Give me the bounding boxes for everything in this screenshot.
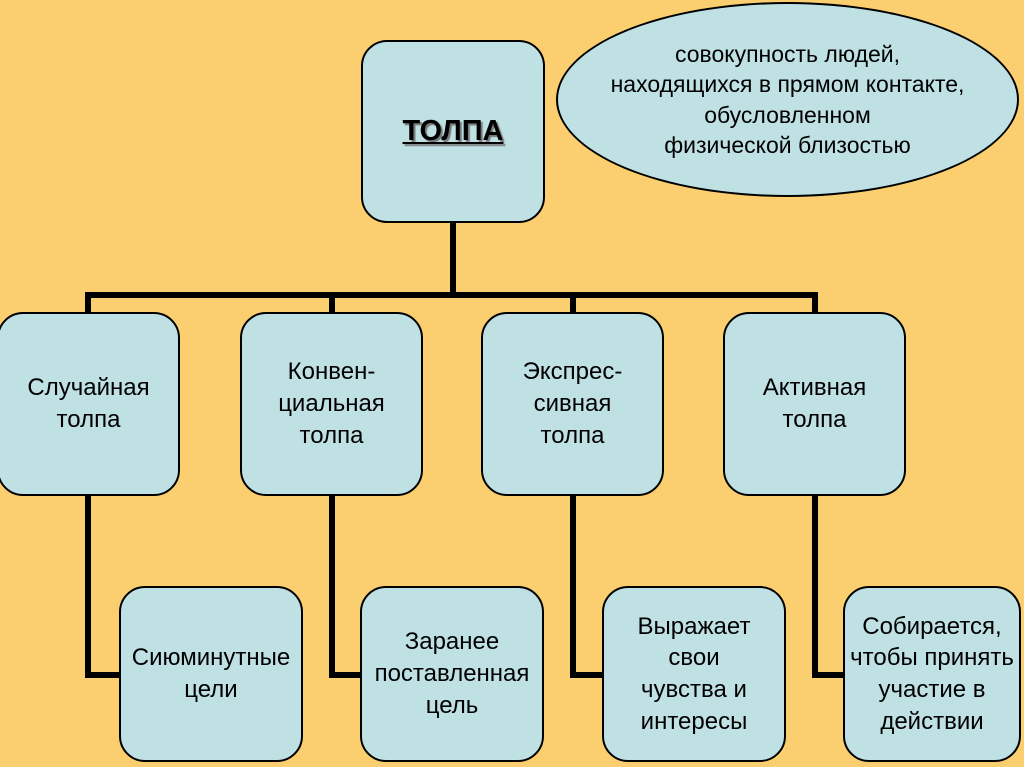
- type-node-conventional: Конвен- циальная толпа: [240, 312, 423, 496]
- goal-label: Собирается, чтобы принять участие в дейс…: [850, 612, 1014, 735]
- root-label: ТОЛПА: [402, 115, 504, 148]
- goal-connector-4: [812, 493, 849, 678]
- definition-ellipse: совокупность людей, находящихся в прямом…: [556, 2, 1019, 197]
- definition-text: совокупность людей, находящихся в прямом…: [610, 40, 965, 158]
- root-node-crowd: ТОЛПА: [361, 40, 545, 223]
- goal-connector-3: [570, 493, 607, 678]
- type-label: Случайная толпа: [27, 374, 150, 433]
- type-node-random: Случайная толпа: [0, 312, 180, 496]
- type-label: Экспрес- сивная толпа: [522, 358, 623, 449]
- goal-label: Заранее поставленная цель: [374, 628, 530, 719]
- type-node-expressive: Экспрес- сивная толпа: [481, 312, 664, 496]
- type-label: Активная толпа: [762, 374, 867, 433]
- goal-connector-2: [329, 493, 365, 678]
- goal-connector-1: [85, 493, 125, 678]
- goal-node-random: Сиюминутные цели: [119, 586, 303, 762]
- type-node-active: Активная толпа: [723, 312, 906, 496]
- goal-label: Сиюминутные цели: [131, 644, 291, 703]
- goal-node-conventional: Заранее поставленная цель: [360, 586, 544, 762]
- type-label: Конвен- циальная толпа: [278, 358, 385, 449]
- goal-node-expressive: Выражает свои чувства и интересы: [602, 586, 786, 762]
- goal-node-active: Собирается, чтобы принять участие в дейс…: [843, 586, 1021, 762]
- goal-label: Выражает свои чувства и интересы: [637, 612, 751, 735]
